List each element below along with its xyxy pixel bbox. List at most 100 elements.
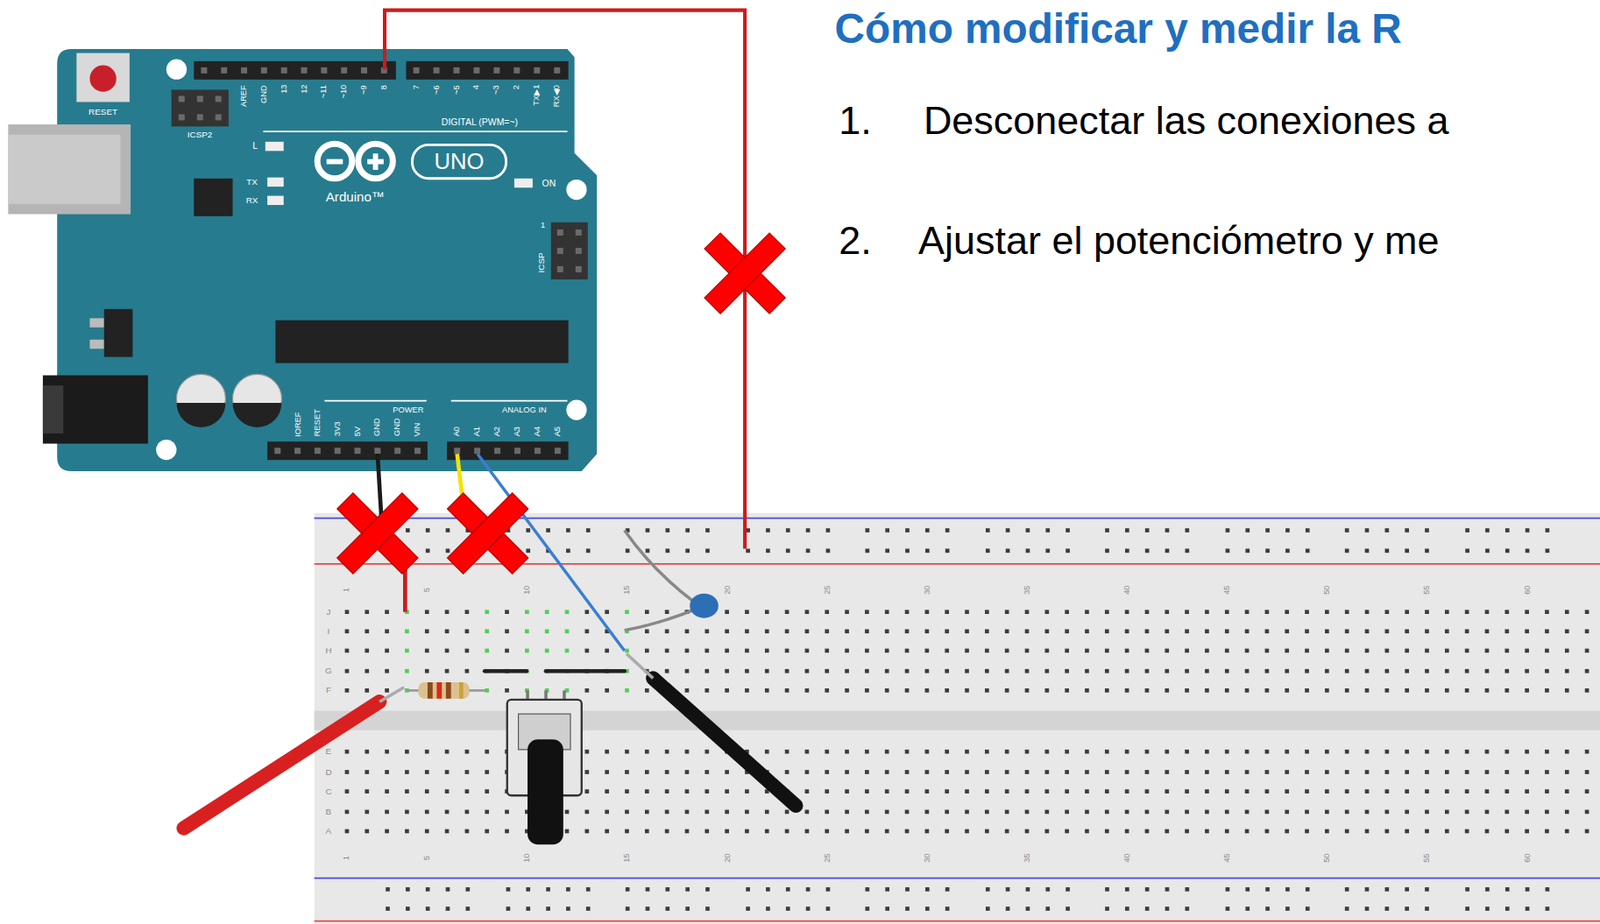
- breadboard-hole: [824, 789, 829, 794]
- breadboard-hole: [1125, 688, 1130, 694]
- model-name: UNO: [434, 150, 485, 174]
- breadboard-hole: [884, 810, 890, 815]
- breadboard-hole: [905, 629, 910, 634]
- header-pin: [394, 447, 401, 454]
- breadboard-hole: [1324, 750, 1330, 755]
- breadboard-hole: [404, 629, 410, 634]
- breadboard-hole: [1184, 887, 1190, 893]
- breadboard-hole: [705, 887, 710, 893]
- breadboard-hole: [805, 669, 810, 674]
- header-label: DIGITAL (PWM=~): [441, 118, 518, 128]
- column-number: 30: [922, 585, 931, 595]
- breadboard-hole: [1564, 609, 1570, 615]
- header-pins: [178, 67, 582, 454]
- breadboard-hole: [764, 669, 770, 674]
- step-number: 2.: [838, 221, 871, 262]
- breadboard-hole: [1044, 770, 1049, 775]
- breadboard-hole: [1424, 810, 1430, 815]
- breadboard-hole: [1324, 669, 1330, 674]
- pin-label: ~10: [339, 84, 348, 100]
- breadboard-hole: [884, 906, 890, 912]
- arduino-board-part: [42, 375, 149, 445]
- breadboard-hole: [1345, 649, 1350, 654]
- breadboard-hole: [1545, 548, 1551, 553]
- breadboard-hole: [1064, 629, 1070, 634]
- breadboard-hole: [1284, 688, 1289, 694]
- breadboard-hole: [1365, 906, 1370, 912]
- breadboard-hole: [1345, 887, 1350, 893]
- breadboard-hole: [744, 829, 750, 835]
- breadboard-hole: [1404, 810, 1409, 815]
- header-pin: [493, 67, 500, 74]
- breadboard-hole: [1245, 750, 1250, 755]
- breadboard-hole: [1084, 609, 1090, 615]
- breadboard-hole: [1164, 789, 1169, 794]
- pin-label: A1: [473, 426, 482, 437]
- breadboard-hole: [1284, 629, 1289, 634]
- breadboard-hole: [1404, 750, 1409, 755]
- breadboard-hole: [925, 688, 930, 694]
- arduino-board-part: [373, 153, 379, 170]
- header-pin: [494, 447, 501, 454]
- breadboard-hole: [585, 829, 590, 835]
- breadboard-hole: [1104, 887, 1110, 893]
- components-part: [427, 682, 433, 700]
- breadboard-hole: [384, 829, 390, 835]
- breadboard-hole: [1424, 688, 1430, 694]
- breadboard-hole: [645, 548, 651, 553]
- breadboard-hole: [545, 609, 550, 615]
- breadboard-hole: [805, 609, 810, 615]
- breadboard-hole: [1304, 770, 1310, 775]
- breadboard-hole: [1005, 609, 1010, 615]
- breadboard-hole: [1545, 528, 1551, 533]
- breadboard-hole: [1485, 629, 1490, 634]
- column-number: 5: [423, 856, 432, 861]
- header-pin: [513, 67, 520, 74]
- breadboard-hole: [1145, 789, 1150, 794]
- disconnect-marks-part-part: [337, 493, 418, 574]
- breadboard-hole: [1524, 770, 1530, 775]
- breadboard-hole: [1184, 688, 1190, 694]
- pin-label: AREF: [240, 84, 248, 107]
- breadboard-hole: [1005, 669, 1010, 674]
- breadboard-hole: [1084, 669, 1090, 674]
- breadboard-hole: [1204, 629, 1210, 634]
- breadboard-hole: [905, 688, 910, 694]
- breadboard-hole: [585, 609, 590, 615]
- breadboard-hole: [745, 887, 751, 893]
- breadboard-hole: [604, 649, 609, 654]
- header-pin: [557, 266, 564, 273]
- breadboard-hole: [504, 649, 510, 654]
- breadboard-hole: [1304, 629, 1310, 634]
- breadboard-hole: [905, 528, 910, 533]
- breadboard-hole: [524, 609, 530, 615]
- breadboard-hole: [1504, 810, 1509, 815]
- breadboard-hole: [905, 548, 910, 553]
- breadboard-hole: [504, 810, 510, 815]
- breadboard-hole: [925, 629, 930, 634]
- breadboard-hole: [744, 629, 750, 634]
- breadboard-hole: [944, 750, 949, 755]
- column-number: 40: [1123, 585, 1132, 595]
- breadboard-hole: [785, 887, 791, 893]
- breadboard-hole: [345, 669, 350, 674]
- arduino-board-part: [193, 178, 233, 217]
- breadboard-hole: [424, 750, 430, 755]
- multimeter-probes-part: [652, 678, 796, 807]
- pin-label: 7: [412, 84, 421, 90]
- breadboard-hole: [1164, 649, 1169, 654]
- breadboard-hole: [724, 829, 730, 835]
- breadboard-hole: [624, 829, 630, 835]
- arduino-board-part: [89, 318, 104, 327]
- breadboard-hole: [424, 629, 430, 634]
- breadboard-hole: [404, 750, 410, 755]
- arduino-board-part: [324, 400, 426, 403]
- breadboard-hole: [465, 810, 470, 815]
- breadboard-hole: [545, 887, 551, 893]
- disconnect-marks-part-part: [473, 519, 503, 549]
- breadboard-hole: [425, 906, 431, 912]
- breadboard-hole: [905, 770, 910, 775]
- breadboard-hole: [1025, 750, 1030, 755]
- arduino-board-part: [551, 222, 588, 280]
- breadboard-hole: [1304, 829, 1310, 835]
